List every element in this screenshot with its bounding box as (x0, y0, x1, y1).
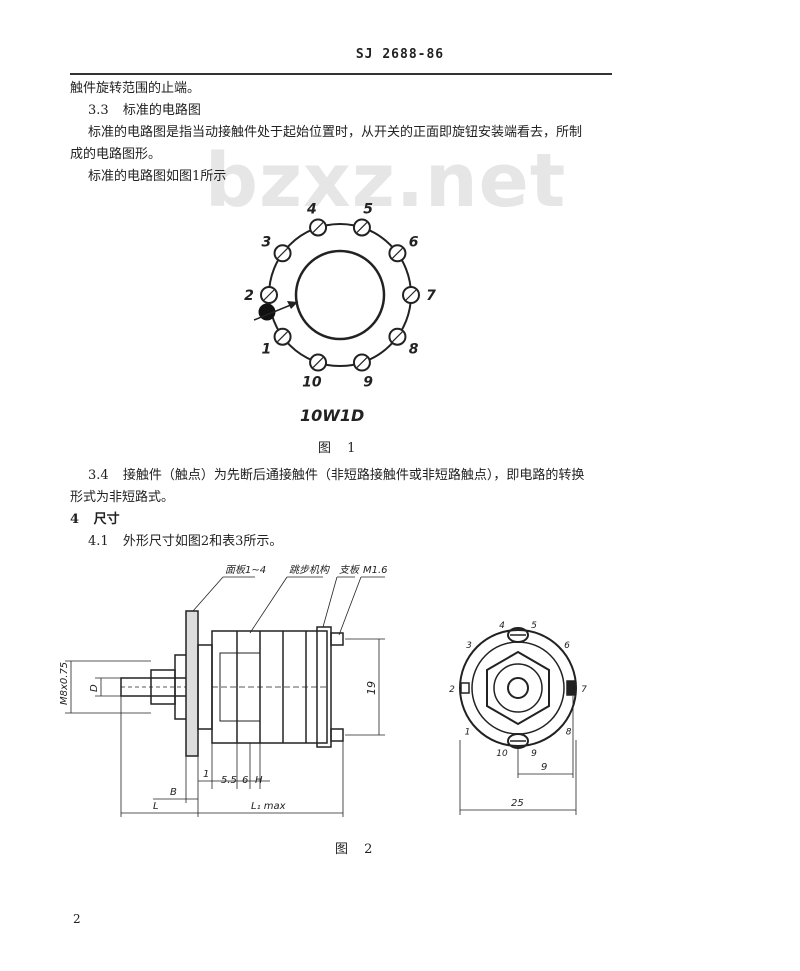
terminal-slash (392, 247, 403, 259)
label-dim-h: H (255, 775, 263, 786)
paragraph-line: 标准的电路图如图1所示 (88, 169, 227, 184)
terminal-labels: 1 2 3 4 5 6 7 8 9 10 (449, 621, 587, 759)
label-diameter-d: D (89, 684, 100, 692)
circuit-diagram-figure1: 1 2 3 4 5 6 7 8 9 10 (244, 201, 436, 390)
front-terminal-label: 5 (531, 621, 537, 631)
figure2-caption: 图 2 (335, 842, 379, 857)
hex-nut (486, 650, 550, 726)
watermark: bzxz.net (205, 138, 567, 224)
terminal-number-label: 6 (409, 235, 419, 251)
paragraph-text: 接触件（触点）为先断后通接触件（非短路接触件或非短路触点），即电路的转换 (122, 468, 585, 483)
section-number: 4 (70, 512, 80, 527)
section-3-3-heading: 3.3 标准的电路图 (88, 101, 201, 121)
page-number: 2 (73, 912, 81, 926)
section-4-heading: 4 尺寸 (70, 510, 120, 530)
section-number: 3.3 (88, 103, 109, 118)
terminal-slash (392, 331, 403, 343)
front-view-drawing: 1 2 3 4 5 6 7 8 9 10 9 25 (449, 621, 587, 815)
terminal-stud (330, 632, 344, 646)
document-code-header: SJ 2688-86 (355, 47, 445, 62)
label-dim-b: B (170, 787, 177, 798)
terminal-group: 1 2 3 4 5 6 7 8 9 10 (244, 201, 436, 390)
front-terminal-label: 9 (531, 749, 537, 759)
arrow-head-icon (287, 301, 298, 309)
terminal-number-label: 1 (262, 341, 272, 357)
terminal-slash (277, 331, 288, 343)
terminal-stud (330, 728, 344, 742)
side-view-drawing: 面板1~4 跳步机构 支板 M1.6 M8x0.75 D 19 1 5.5 6 … (59, 564, 388, 817)
paragraph-text: 外形尺寸如图2和表3所示。 (122, 534, 283, 549)
paragraph-line: 标准的电路图是指当动接触件处于起始位置时，从开关的正面即旋钮安装端看去，所制 (88, 125, 583, 140)
label-dim-5-5: 5.5 (221, 775, 237, 786)
label-screw-size: M1.6 (363, 565, 388, 576)
terminal-slash (312, 222, 324, 233)
figure1-caption: 图 1 (318, 441, 362, 456)
label-step-mechanism: 跳步机构 (289, 564, 331, 576)
terminal-number-label: 5 (363, 201, 373, 217)
label-width-9: 9 (541, 762, 547, 773)
terminal-slash (277, 247, 288, 259)
label-width-25: 25 (511, 798, 524, 809)
terminal-slash (263, 289, 275, 301)
label-dim-6: 6 (242, 775, 248, 786)
inner-ring (471, 641, 565, 735)
label-thread: M8x0.75 (59, 662, 70, 705)
terminal-slash (356, 222, 368, 233)
front-terminal-label: 8 (566, 727, 572, 737)
terminal-slash (405, 289, 417, 301)
section-number: 4.1 (88, 534, 109, 549)
mounting-panel (185, 610, 199, 757)
label-height: 19 (365, 681, 378, 695)
header-rule (70, 73, 612, 75)
paragraph-line: 成的电路图形。 (70, 147, 162, 162)
terminal-number-label: 7 (426, 288, 436, 304)
front-terminal-label: 4 (499, 621, 505, 631)
rotor-disc (294, 249, 386, 341)
section-4-1-line: 4.1 外形尺寸如图2和表3所示。 (88, 532, 282, 552)
continued-line: 触件旋转范围的止端。 (70, 81, 201, 96)
outer-housing (459, 629, 577, 747)
label-dim-l1-max: L₁ max (251, 801, 286, 812)
shaft-hole (507, 677, 529, 699)
front-terminal-label: 1 (465, 727, 471, 737)
terminal-number-label: 2 (244, 288, 254, 304)
terminal-slash (312, 357, 324, 368)
terminal-number-label: 4 (306, 201, 317, 217)
label-panel: 面板1~4 (225, 564, 266, 576)
terminal-number-label: 3 (262, 235, 272, 251)
terminal-number-label: 8 (409, 341, 419, 357)
front-terminal-label: 3 (466, 641, 472, 651)
front-terminal-label: 10 (496, 749, 508, 759)
front-terminal-label: 7 (581, 685, 587, 695)
label-dim-l: L (153, 801, 159, 812)
terminal-lug (566, 680, 576, 696)
terminal-lug (460, 682, 470, 694)
terminal-number-label: 9 (363, 375, 373, 391)
section-title: 标准的电路图 (122, 103, 201, 118)
front-terminal-label: 2 (449, 685, 455, 695)
switch-model-label: 10W1D (300, 406, 365, 425)
section-title: 尺寸 (93, 512, 120, 527)
terminal-number-label: 10 (302, 375, 322, 391)
section-3-4-line: 3.4 接触件（触点）为先断后通接触件（非短路接触件或非短路触点），即电路的转换 (88, 466, 584, 486)
mounting-hole (507, 627, 529, 643)
section-number: 3.4 (88, 468, 109, 483)
terminal-slash (356, 357, 368, 368)
label-support-plate: 支板 (339, 564, 361, 576)
front-terminal-label: 6 (564, 641, 570, 651)
paragraph-line: 形式为非短路式。 (70, 490, 175, 505)
label-dim-1: 1 (203, 769, 209, 780)
